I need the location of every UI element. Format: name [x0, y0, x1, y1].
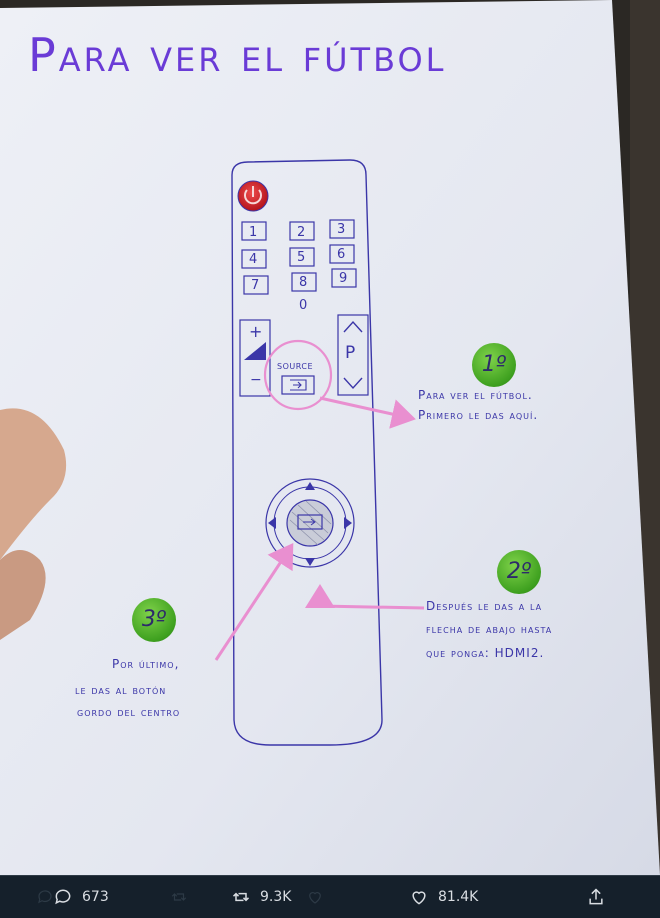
remote-outline [231, 159, 383, 746]
share-button[interactable] [586, 876, 606, 918]
retweet-button[interactable]: 9.3K [231, 876, 291, 918]
dpad-center-button [286, 499, 334, 547]
digit-4: 4 [249, 252, 259, 267]
arrow-step-1 [319, 396, 416, 429]
paper-drawing [0, 0, 660, 875]
reply-icon [55, 889, 71, 905]
step-3-line-3: gordo del centro [77, 705, 181, 719]
dpad [265, 478, 355, 568]
paper-sheet: 1 2 3 4 5 6 7 8 9 0 + − P SOURCE Para ve… [0, 0, 660, 875]
like-count: 81.4K [438, 889, 479, 905]
digit-8: 8 [299, 275, 309, 290]
ghost-reply-icon [36, 876, 54, 918]
step-3-line-2: le das al botón [75, 683, 167, 697]
volume-minus-label: − [250, 372, 263, 388]
dpad-up [305, 482, 315, 490]
step-3-badge: 3º [132, 598, 176, 642]
channel-up-arrow [343, 320, 363, 333]
source-highlight-circle [263, 339, 333, 411]
ghost-retweet-icon [170, 876, 188, 918]
digit-3: 3 [337, 222, 347, 237]
share-icon [589, 888, 603, 905]
step-2-line-2: flecha de abajo hasta [426, 622, 553, 636]
step-2-badge: 2º [497, 550, 541, 594]
like-button[interactable]: 81.4K [409, 876, 478, 918]
tweet-action-bar: 673 9.3K 81.4K [0, 875, 660, 918]
thumb [0, 408, 67, 560]
reply-button[interactable]: 673 [53, 876, 109, 918]
step-3-line-1: Por último, [112, 657, 180, 671]
source-button [281, 375, 315, 395]
dpad-down [305, 558, 315, 566]
ghost-like-icon [306, 876, 324, 918]
retweet-count: 9.3K [260, 889, 292, 905]
step-2-line-3: que ponga: HDMI2. [426, 646, 545, 660]
volume-wedge [244, 342, 266, 360]
digit-7: 7 [251, 278, 261, 293]
digit-keypad [241, 219, 357, 295]
step-1-badge: 1º [472, 343, 516, 387]
power-icon [244, 189, 262, 205]
source-label: SOURCE [277, 362, 314, 371]
digit-1: 1 [249, 225, 259, 240]
channel-down-arrow [343, 377, 363, 390]
like-icon [412, 891, 426, 905]
dpad-left [268, 517, 276, 529]
dpad-right [344, 517, 352, 529]
arrow-step-3 [214, 542, 294, 661]
arrow-step-2 [305, 584, 425, 610]
retweet-icon [232, 892, 250, 902]
reply-count: 673 [82, 889, 109, 905]
step-1-line-2: Primero le das aquí. [418, 408, 539, 422]
digit-6: 6 [337, 247, 347, 262]
digit-5: 5 [297, 250, 307, 265]
digit-9: 9 [339, 271, 349, 286]
photo: 1 2 3 4 5 6 7 8 9 0 + − P SOURCE Para ve… [0, 0, 660, 875]
channel-label: P [345, 343, 357, 363]
digit-0: 0 [299, 298, 309, 313]
step-2-line-1: Después le das a la [426, 599, 543, 613]
channel-rocker [337, 314, 369, 396]
page-title: Para ver el fútbol [28, 28, 447, 82]
step-1-line-1: Para ver el fútbol. [418, 388, 533, 402]
source-icon [290, 379, 307, 391]
paper-shape [0, 0, 660, 875]
digit-2: 2 [297, 225, 307, 240]
volume-plus-label: + [249, 322, 264, 341]
